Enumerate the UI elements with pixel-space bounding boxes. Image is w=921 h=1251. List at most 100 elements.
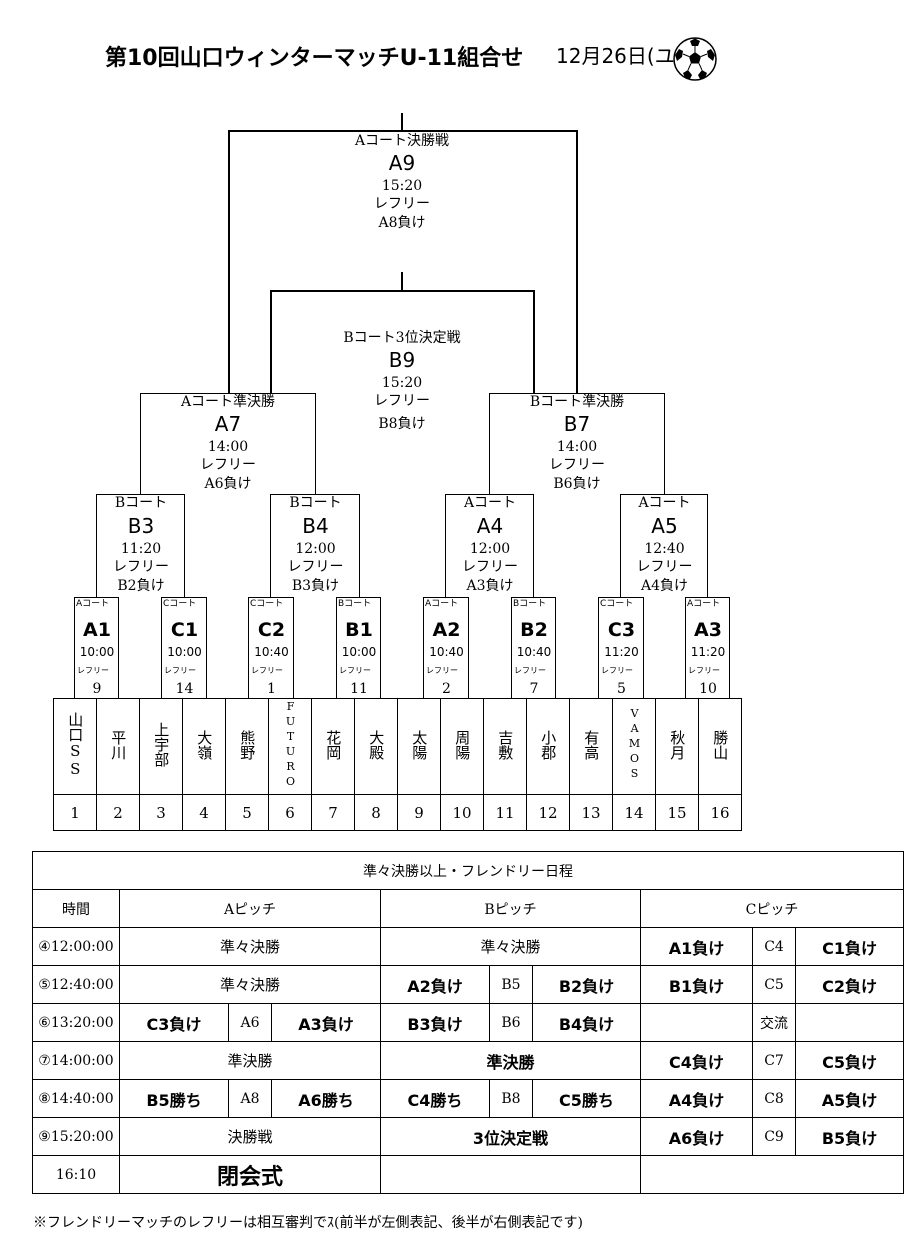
b-pitch-match: 準々決勝 bbox=[380, 927, 641, 966]
r1-ref-label: レフリー bbox=[251, 666, 283, 675]
team-name: 大殿 bbox=[354, 698, 398, 795]
c-pitch-second-half: A5負け bbox=[794, 1079, 905, 1118]
r1-court: Aコート bbox=[425, 599, 459, 609]
slot-time: ⑤12:40:00 bbox=[32, 965, 120, 1004]
c-pitch-code: 交流 bbox=[752, 1003, 796, 1042]
team-number: 14 bbox=[612, 794, 656, 831]
c-pitch-first-half bbox=[640, 1003, 753, 1042]
a-pitch-first-half: C3負け bbox=[119, 1003, 229, 1042]
third-ref: B8負け bbox=[378, 416, 426, 432]
r1-code: C2 bbox=[257, 619, 286, 641]
a-pitch-match: 決勝戦 bbox=[119, 1117, 381, 1156]
r1-ref: 5 bbox=[617, 681, 626, 697]
a-pitch-match: 準々決勝 bbox=[119, 965, 381, 1004]
r1-time: 10:40 bbox=[254, 645, 289, 659]
team-number: 11 bbox=[483, 794, 527, 831]
r1-code: A3 bbox=[694, 619, 722, 641]
r1-ref-label: レフリー bbox=[164, 666, 196, 675]
team-name: 有高 bbox=[569, 698, 613, 795]
team-name: 平川 bbox=[96, 698, 140, 795]
c-pitch-match bbox=[639, 1155, 905, 1194]
r1-c2-box bbox=[248, 597, 294, 698]
r1-c3-box bbox=[598, 597, 644, 698]
quarter-code: B4 bbox=[302, 514, 329, 538]
slot-time: ⑧14:40:00 bbox=[32, 1079, 120, 1118]
c-pitch-code: C7 bbox=[752, 1041, 796, 1080]
event-date: 12月26日(ユ bbox=[556, 44, 675, 68]
slot-time: ⑨15:20:00 bbox=[32, 1117, 120, 1156]
third-court: Bコート3位決定戦 bbox=[343, 330, 461, 346]
r1-court: Aコート bbox=[76, 599, 110, 609]
slot-time: 16:10 bbox=[32, 1155, 120, 1194]
c-pitch-code: C8 bbox=[752, 1079, 796, 1118]
r1-ref-label: レフリー bbox=[77, 666, 109, 675]
semi-ref-label: レフリー bbox=[200, 457, 256, 473]
team-names-row: 山口SS 平川 上宇部 大嶺 熊野 FUTURO 花岡 大殿 太陽 周陽 吉敷 … bbox=[53, 698, 742, 795]
r1-ref: 9 bbox=[92, 681, 102, 697]
team-name: 太陽 bbox=[397, 698, 441, 795]
team-name: 花岡 bbox=[311, 698, 355, 795]
team-number: 15 bbox=[655, 794, 699, 831]
header-time: 時間 bbox=[32, 889, 120, 928]
r1-time: 11:20 bbox=[604, 645, 639, 659]
header-a-pitch: Aピッチ bbox=[119, 889, 381, 928]
quarter-ref: B2負け bbox=[117, 578, 165, 594]
c-pitch-first-half: A1負け bbox=[640, 927, 753, 966]
b-pitch-match: 3位決定戦 bbox=[380, 1117, 641, 1156]
team-number: 16 bbox=[698, 794, 742, 831]
header-c-pitch: Cピッチ bbox=[639, 889, 905, 928]
r1-b2-box bbox=[511, 597, 556, 698]
quarter-court: Bコート bbox=[289, 495, 342, 511]
quarter-court: Bコート bbox=[114, 495, 168, 511]
r1-time: 10:40 bbox=[516, 645, 552, 659]
schedule-row: 16:10 閉会式 bbox=[32, 1155, 905, 1194]
team-name: VAMOS bbox=[612, 698, 656, 795]
third-time: 15:20 bbox=[381, 375, 423, 391]
r1-ref-label: レフリー bbox=[339, 666, 371, 675]
r1-time: 11:20 bbox=[690, 645, 726, 659]
r1-court: Bコート bbox=[513, 599, 547, 609]
team-number: 9 bbox=[397, 794, 441, 831]
team-number: 5 bbox=[225, 794, 269, 831]
third-ref-label: レフリー bbox=[374, 393, 430, 409]
r1-ref: 10 bbox=[699, 681, 717, 697]
b-pitch-match: 準決勝 bbox=[380, 1041, 641, 1080]
b-pitch-first-half: A2負け bbox=[380, 965, 490, 1004]
schedule-row: ⑤12:40:00 準々決勝 A2負け B5 B2負け B1負け C5 C2負け bbox=[32, 965, 905, 1004]
r1-court: Bコート bbox=[338, 599, 372, 609]
schedule-row: ⑧14:40:00 B5勝ち A8 A6勝ち C4勝ち B8 C5勝ち A4負け… bbox=[32, 1079, 905, 1118]
semi-ref-label: レフリー bbox=[549, 457, 605, 473]
team-number: 4 bbox=[182, 794, 226, 831]
slot-time: ⑦14:00:00 bbox=[32, 1041, 120, 1080]
quarter-court: Aコート bbox=[638, 495, 691, 511]
team-name: 勝山 bbox=[698, 698, 742, 795]
team-name: 上宇部 bbox=[139, 698, 183, 795]
r1-court: Aコート bbox=[687, 599, 721, 609]
final-court: Aコート決勝戦 bbox=[354, 133, 450, 149]
schedule-title-row: 準々決勝以上・フレンドリー日程 bbox=[31, 851, 905, 890]
quarter-ref-label: レフリー bbox=[113, 559, 169, 575]
b-pitch-match bbox=[380, 1155, 641, 1194]
quarter-ref: A3負け bbox=[466, 578, 514, 594]
r1-a1-box bbox=[74, 597, 119, 698]
schedule-row: ⑨15:20:00 決勝戦 3位決定戦 A6負け C9 B5負け bbox=[32, 1117, 905, 1156]
r1-code: C3 bbox=[607, 619, 636, 641]
quarter-a5-box bbox=[620, 494, 708, 598]
quarter-a4-box bbox=[445, 494, 534, 598]
quarter-ref-label: レフリー bbox=[462, 559, 518, 575]
c-pitch-first-half: A6負け bbox=[640, 1117, 753, 1156]
team-numbers-row: 1 2 3 4 5 6 7 8 9 10 11 12 13 14 15 16 bbox=[53, 794, 742, 831]
b-pitch-second-half: B4負け bbox=[532, 1003, 641, 1042]
quarter-ref-label: レフリー bbox=[636, 559, 693, 575]
r1-code: A2 bbox=[432, 619, 461, 641]
r1-ref: 11 bbox=[350, 681, 368, 697]
final-time: 15:20 bbox=[381, 178, 423, 194]
teams-table: 山口SS 平川 上宇部 大嶺 熊野 FUTURO 花岡 大殿 太陽 周陽 吉敷 … bbox=[53, 698, 742, 831]
schedule-row: ⑦14:00:00 準決勝 準決勝 C4負け C7 C5負け bbox=[32, 1041, 905, 1080]
a-pitch-second-half: A6勝ち bbox=[271, 1079, 381, 1118]
footnote: ※フレンドリーマッチのレフリーは相互審判でｽ(前半が左側表記、後半が右側表記です… bbox=[33, 1215, 583, 1231]
semi-code: A7 bbox=[214, 412, 242, 436]
b-pitch-code: B6 bbox=[489, 1003, 533, 1042]
c-pitch-first-half: C4負け bbox=[640, 1041, 753, 1080]
r1-ref-label: レフリー bbox=[426, 666, 458, 675]
